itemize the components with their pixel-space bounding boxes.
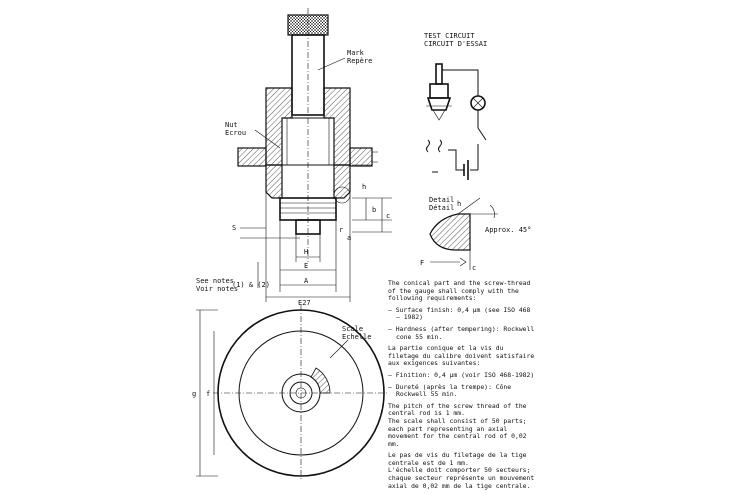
battery-icon bbox=[463, 160, 469, 180]
note-en-pitch: The pitch of the screw thread of the cen… bbox=[388, 401, 527, 448]
section-view bbox=[237, 8, 392, 302]
label-b: b bbox=[372, 206, 376, 214]
switch-icon bbox=[477, 127, 487, 170]
detail-c-label: c bbox=[472, 264, 476, 272]
echelle-label: Echelle bbox=[342, 333, 372, 341]
label-e: E bbox=[304, 262, 308, 270]
note-fr-1: – Finition: 0,4 µm (voir ISO 468-1982) bbox=[388, 370, 535, 379]
label-g: g bbox=[192, 390, 196, 398]
top-view bbox=[196, 305, 389, 480]
label-a: a bbox=[347, 234, 351, 242]
repere-label: Repère bbox=[347, 57, 372, 65]
label-a-dim: A bbox=[304, 277, 309, 285]
detail-label: Detail bbox=[429, 196, 454, 204]
label-c: c bbox=[386, 212, 390, 220]
approx-angle-label: Approx. 45° bbox=[485, 226, 531, 234]
nut-left bbox=[237, 147, 267, 167]
circuit-essai-title: CIRCUIT D'ESSAI bbox=[424, 40, 487, 48]
upper-body-left bbox=[265, 87, 293, 166]
detail-h bbox=[429, 197, 498, 270]
lower-body-left bbox=[265, 164, 283, 199]
label-s: S bbox=[232, 224, 236, 232]
upper-body-right bbox=[323, 87, 351, 166]
lower-body-right bbox=[333, 164, 351, 199]
note-en-intro: The conical part and the screw-thread of… bbox=[388, 279, 531, 303]
label-r: r bbox=[339, 226, 343, 234]
notes-ref-label: (1) & (2) bbox=[232, 281, 270, 289]
note-en-1: – Surface finish: 0,4 µm (see ISO 468 – … bbox=[388, 305, 531, 322]
gauge-drawing: Mark Repère Nut Ecrou h b c a r S H E A … bbox=[192, 8, 531, 480]
scale-sectors bbox=[310, 367, 331, 394]
test-circuit bbox=[426, 63, 487, 180]
note-fr-2: – Dureté (après la trempe): Cône Rockwel… bbox=[388, 382, 512, 399]
label-h-dim: H bbox=[304, 248, 308, 256]
note-fr-intro: La partie conique et la vis du filetage … bbox=[388, 344, 535, 368]
note-en-2: – Hardness (after tempering): Rockwell c… bbox=[388, 324, 535, 341]
voir-notes-label: Voir notes bbox=[196, 285, 238, 293]
see-notes-label: See notes bbox=[196, 277, 234, 285]
detail-f-label: F bbox=[420, 259, 424, 267]
ecrou-label: Ecrou bbox=[225, 129, 246, 137]
test-circuit-title: TEST CIRCUIT bbox=[424, 32, 475, 40]
notes-block: The conical part and the screw-thread of… bbox=[388, 279, 538, 494]
mark-label: Mark bbox=[347, 49, 365, 57]
spigot bbox=[295, 219, 321, 235]
scale-label: Scale bbox=[342, 325, 363, 333]
label-h: h bbox=[362, 183, 366, 191]
label-e27: E27 bbox=[298, 299, 311, 307]
detail-fr-label: Détail bbox=[429, 204, 454, 212]
nut-right bbox=[349, 147, 373, 167]
label-f: f bbox=[206, 390, 210, 398]
detail-h-label: h bbox=[457, 200, 461, 208]
nut-label: Nut bbox=[225, 121, 238, 129]
note-fr-pitch: Le pas de vis du filetage de la tige cen… bbox=[388, 451, 535, 490]
